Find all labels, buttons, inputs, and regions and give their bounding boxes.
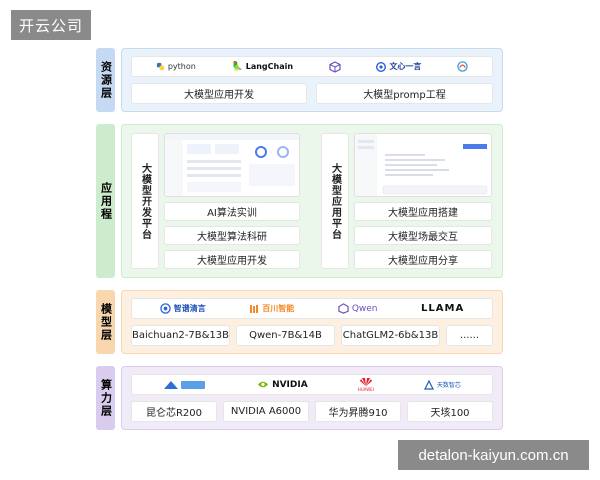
nvidia-eye-icon xyxy=(257,380,269,389)
model-item-0: Baichuan2-7B&13B xyxy=(131,325,230,346)
model-layer-label: 模型层 xyxy=(96,290,115,354)
dev-platform-card: 大模型开发平台 xyxy=(131,133,159,269)
dashboard-thumbnail xyxy=(165,134,300,197)
qwen-icon xyxy=(338,303,349,314)
resource-layer: 资源层 python 🦜 LangChain 文心一言 大模型应用开发 大模型p xyxy=(96,48,503,112)
dev-item-0: AI算法实训 xyxy=(164,202,300,221)
wenxin-icon xyxy=(376,62,386,72)
model-item-3: ...... xyxy=(446,325,493,346)
compute-layer-body: NVIDIA HUAWEI 天数智芯 昆仑芯R200 NVIDIA A6000 … xyxy=(121,366,503,430)
application-layer: 应用程 大模型开发平台 AI算法实训 大模型算法科研 大模型应用开发 大模型应用… xyxy=(96,124,503,278)
model-scope-logo xyxy=(329,61,341,73)
compute-item-1: NVIDIA A6000 xyxy=(223,401,309,422)
app-item-1: 大模型场最交互 xyxy=(354,226,492,245)
cube-icon xyxy=(329,61,341,73)
langchain-logo: 🦜 LangChain xyxy=(232,62,294,72)
zhipu-icon xyxy=(160,303,171,314)
application-layer-label: 应用程 xyxy=(96,124,115,278)
model-logo-strip: 智谱清言 百川智能 Qwen LLAMA xyxy=(131,298,493,319)
compute-layer: 算力层 NVIDIA HUAWEI 天数智芯 昆仑芯R200 NVIDIA A6… xyxy=(96,366,503,430)
wenxin-logo: 文心一言 xyxy=(376,61,421,72)
resource-logo-strip: python 🦜 LangChain 文心一言 xyxy=(131,56,493,77)
dev-platform-screenshot xyxy=(164,133,300,197)
resource-item-1: 大模型promp工程 xyxy=(316,83,493,104)
python-icon xyxy=(156,62,165,71)
qwen-logo: Qwen xyxy=(338,303,378,314)
app-platform-card: 大模型应用平台 xyxy=(321,133,349,269)
iluvatar-logo: 天数智芯 xyxy=(424,380,461,390)
compute-item-2: 华为昇腾910 xyxy=(315,401,401,422)
kunlun-icon xyxy=(163,379,207,391)
spiral-icon xyxy=(457,61,468,72)
dev-item-2: 大模型应用开发 xyxy=(164,250,300,269)
zhipu-logo: 智谱清言 xyxy=(160,303,206,314)
app-item-0: 大模型应用搭建 xyxy=(354,202,492,221)
huawei-logo: HUAWEI xyxy=(358,377,374,392)
compute-logo-strip: NVIDIA HUAWEI 天数智芯 xyxy=(131,374,493,395)
dev-item-1: 大模型算法科研 xyxy=(164,226,300,245)
baichuan-logo: 百川智能 xyxy=(249,303,294,314)
app-platform-screenshot xyxy=(354,133,492,197)
app-item-2: 大模型应用分享 xyxy=(354,250,492,269)
compute-item-3: 天垓100 xyxy=(407,401,493,422)
resource-layer-label: 资源层 xyxy=(96,48,115,112)
chat-thumbnail xyxy=(355,134,492,197)
extra-tool-logo xyxy=(457,61,468,72)
nvidia-logo: NVIDIA xyxy=(257,380,308,390)
model-item-1: Qwen-7B&14B xyxy=(236,325,335,346)
parrot-icon: 🦜 xyxy=(232,62,243,72)
resource-item-0: 大模型应用开发 xyxy=(131,83,307,104)
baichuan-icon xyxy=(249,304,259,314)
model-layer-body: 智谱清言 百川智能 Qwen LLAMA Baichuan2-7B&13B Qw… xyxy=(121,290,503,354)
compute-item-0: 昆仑芯R200 xyxy=(131,401,217,422)
application-layer-body: 大模型开发平台 AI算法实训 大模型算法科研 大模型应用开发 大模型应用平台 xyxy=(121,124,503,278)
iluvatar-icon xyxy=(424,380,434,390)
python-logo: python xyxy=(156,62,196,71)
resource-layer-body: python 🦜 LangChain 文心一言 大模型应用开发 大模型promp… xyxy=(121,48,503,112)
llama-logo: LLAMA xyxy=(421,303,464,314)
watermark-bottom: detalon-kaiyun.com.cn xyxy=(398,440,589,470)
model-item-2: ChatGLM2-6b&13B xyxy=(341,325,440,346)
watermark-top: 开云公司 xyxy=(11,10,91,40)
model-layer: 模型层 智谱清言 百川智能 Qwen LLAMA Baichuan2-7B&13… xyxy=(96,290,503,354)
kunlun-logo xyxy=(163,379,207,391)
huawei-flower-icon xyxy=(359,377,373,387)
compute-layer-label: 算力层 xyxy=(96,366,115,430)
